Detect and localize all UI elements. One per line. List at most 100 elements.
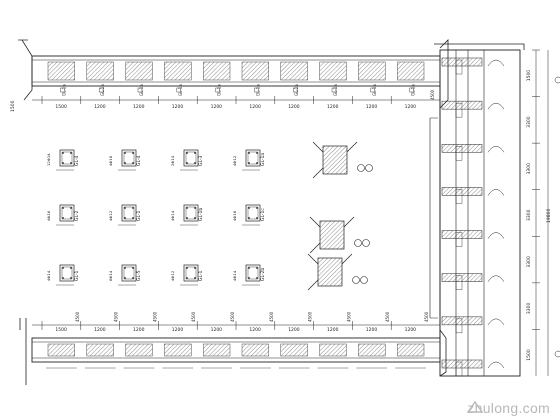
right-overall-label: 19800 [546,209,552,223]
top-tag-box [215,87,220,93]
bottom-dim-label: 1200 [94,327,106,333]
section-tag: GL-1 [74,270,80,281]
rebar-dot [124,207,126,209]
rebar-dot [256,207,258,209]
rebar-dot [70,217,72,219]
section-outline [59,149,75,167]
top-dim-label: 1500 [55,104,67,110]
top-beam-hatch-block [125,61,153,81]
section-outline [245,204,261,222]
bottom-beam-mark: 4500 [385,311,390,322]
top-dim-label: 1200 [366,104,378,110]
top-tag-box [176,87,182,93]
top-tag-box [409,87,414,93]
section-tag: GL-3 [198,155,204,166]
top-beam-tag: GL-1a [61,84,66,96]
rebar-callout: 4Φ12 [232,155,237,166]
bottom-beam-hatch-block [86,343,114,357]
joint-detail-1 [322,145,348,175]
right-dim-label: 1500 [526,70,532,82]
top-dim-label: 1200 [211,104,223,110]
joint-detail-3 [317,257,343,287]
column-segment [455,59,463,75]
rebar-callout: 4Φ12 [170,270,175,281]
bottom-dim-label: 1200 [172,327,184,333]
stair-arc [487,275,505,282]
section-outline [121,204,137,222]
rebar-dot [186,217,188,219]
top-beam-tag: GL-1a [178,84,183,96]
axis-bubble [554,76,560,84]
column-segment [455,232,463,247]
joint-detail-2-line [309,242,321,254]
section-inner [185,151,197,165]
column-segment [455,146,463,161]
rebar-dot [248,267,250,269]
stair-arc [487,189,505,196]
top-tag-box [137,87,143,93]
bottom-beam-hatch-block [358,343,386,357]
rebar-dot [248,207,250,209]
rebar-dot [124,217,126,219]
top-beam-hatch-block [358,61,386,81]
joint-detail-2-line [309,216,321,228]
right-dim-label: 3300 [526,303,532,315]
top-left-dim: 1500 [10,100,16,112]
stair-arc [487,102,505,110]
rebar-callout: 12Φ14 [46,153,51,166]
column-segment [455,275,463,290]
column-segment [455,102,463,118]
bottom-beam-mark: 4500 [75,311,80,322]
top-beam-tag: GL-1a [100,84,105,96]
rebar-callout: 4Φ14 [170,210,175,221]
section-tag: GL-2b [260,268,266,281]
joint-detail-3-line [307,279,319,291]
rebar-dot [70,267,72,269]
section-outline [121,149,137,167]
column-segment [455,189,463,204]
right-dim-label: 3300 [526,163,532,175]
joint-detail-2-marker [362,239,370,247]
watermark: zhulong.com [467,400,550,416]
rebar-dot [194,267,196,269]
top-right-dim: 4500 [430,89,435,100]
rebar-dot [62,162,64,164]
section-outline [183,149,199,167]
bottom-beam-hatch-block [202,343,231,357]
stair-arc [487,59,505,67]
top-beam-tag: GL-1a [255,84,260,96]
rebar-dot [256,217,258,219]
rebar-dot [248,217,250,219]
rebar-dot [194,207,196,209]
bottom-beam-hatch-block [319,343,347,357]
joint-detail-1-marker [357,164,365,172]
rebar-dot [132,277,134,279]
rebar-dot [132,207,134,209]
bottom-beam-mark: 4500 [152,311,157,322]
axis-bubble [554,350,560,358]
rebar-dot [124,277,126,279]
section-inner [61,206,73,220]
rebar-dot [132,152,134,154]
top-dim-label: 1200 [133,104,145,110]
rebar-dot [186,277,188,279]
rebar-dot [248,277,250,279]
section-tag: GL-4 [136,155,142,166]
rebar-dot [70,162,72,164]
bottom-dim-label: 1200 [327,327,339,333]
rebar-dot [256,267,258,269]
top-tag-box [98,87,104,93]
top-tag-box [370,87,375,93]
rebar-dot [256,162,258,164]
bottom-beam-mark: 4500 [114,311,119,322]
rebar-dot [124,152,126,154]
section-outline [59,204,75,222]
joint-detail-3-marker [352,276,360,284]
top-dim-label: 1200 [94,104,106,110]
top-beam-hatch-block [241,61,269,81]
section-inner [123,206,135,220]
section-tag: GL-1c [260,208,266,221]
section-tag: GL-2 [74,210,80,221]
